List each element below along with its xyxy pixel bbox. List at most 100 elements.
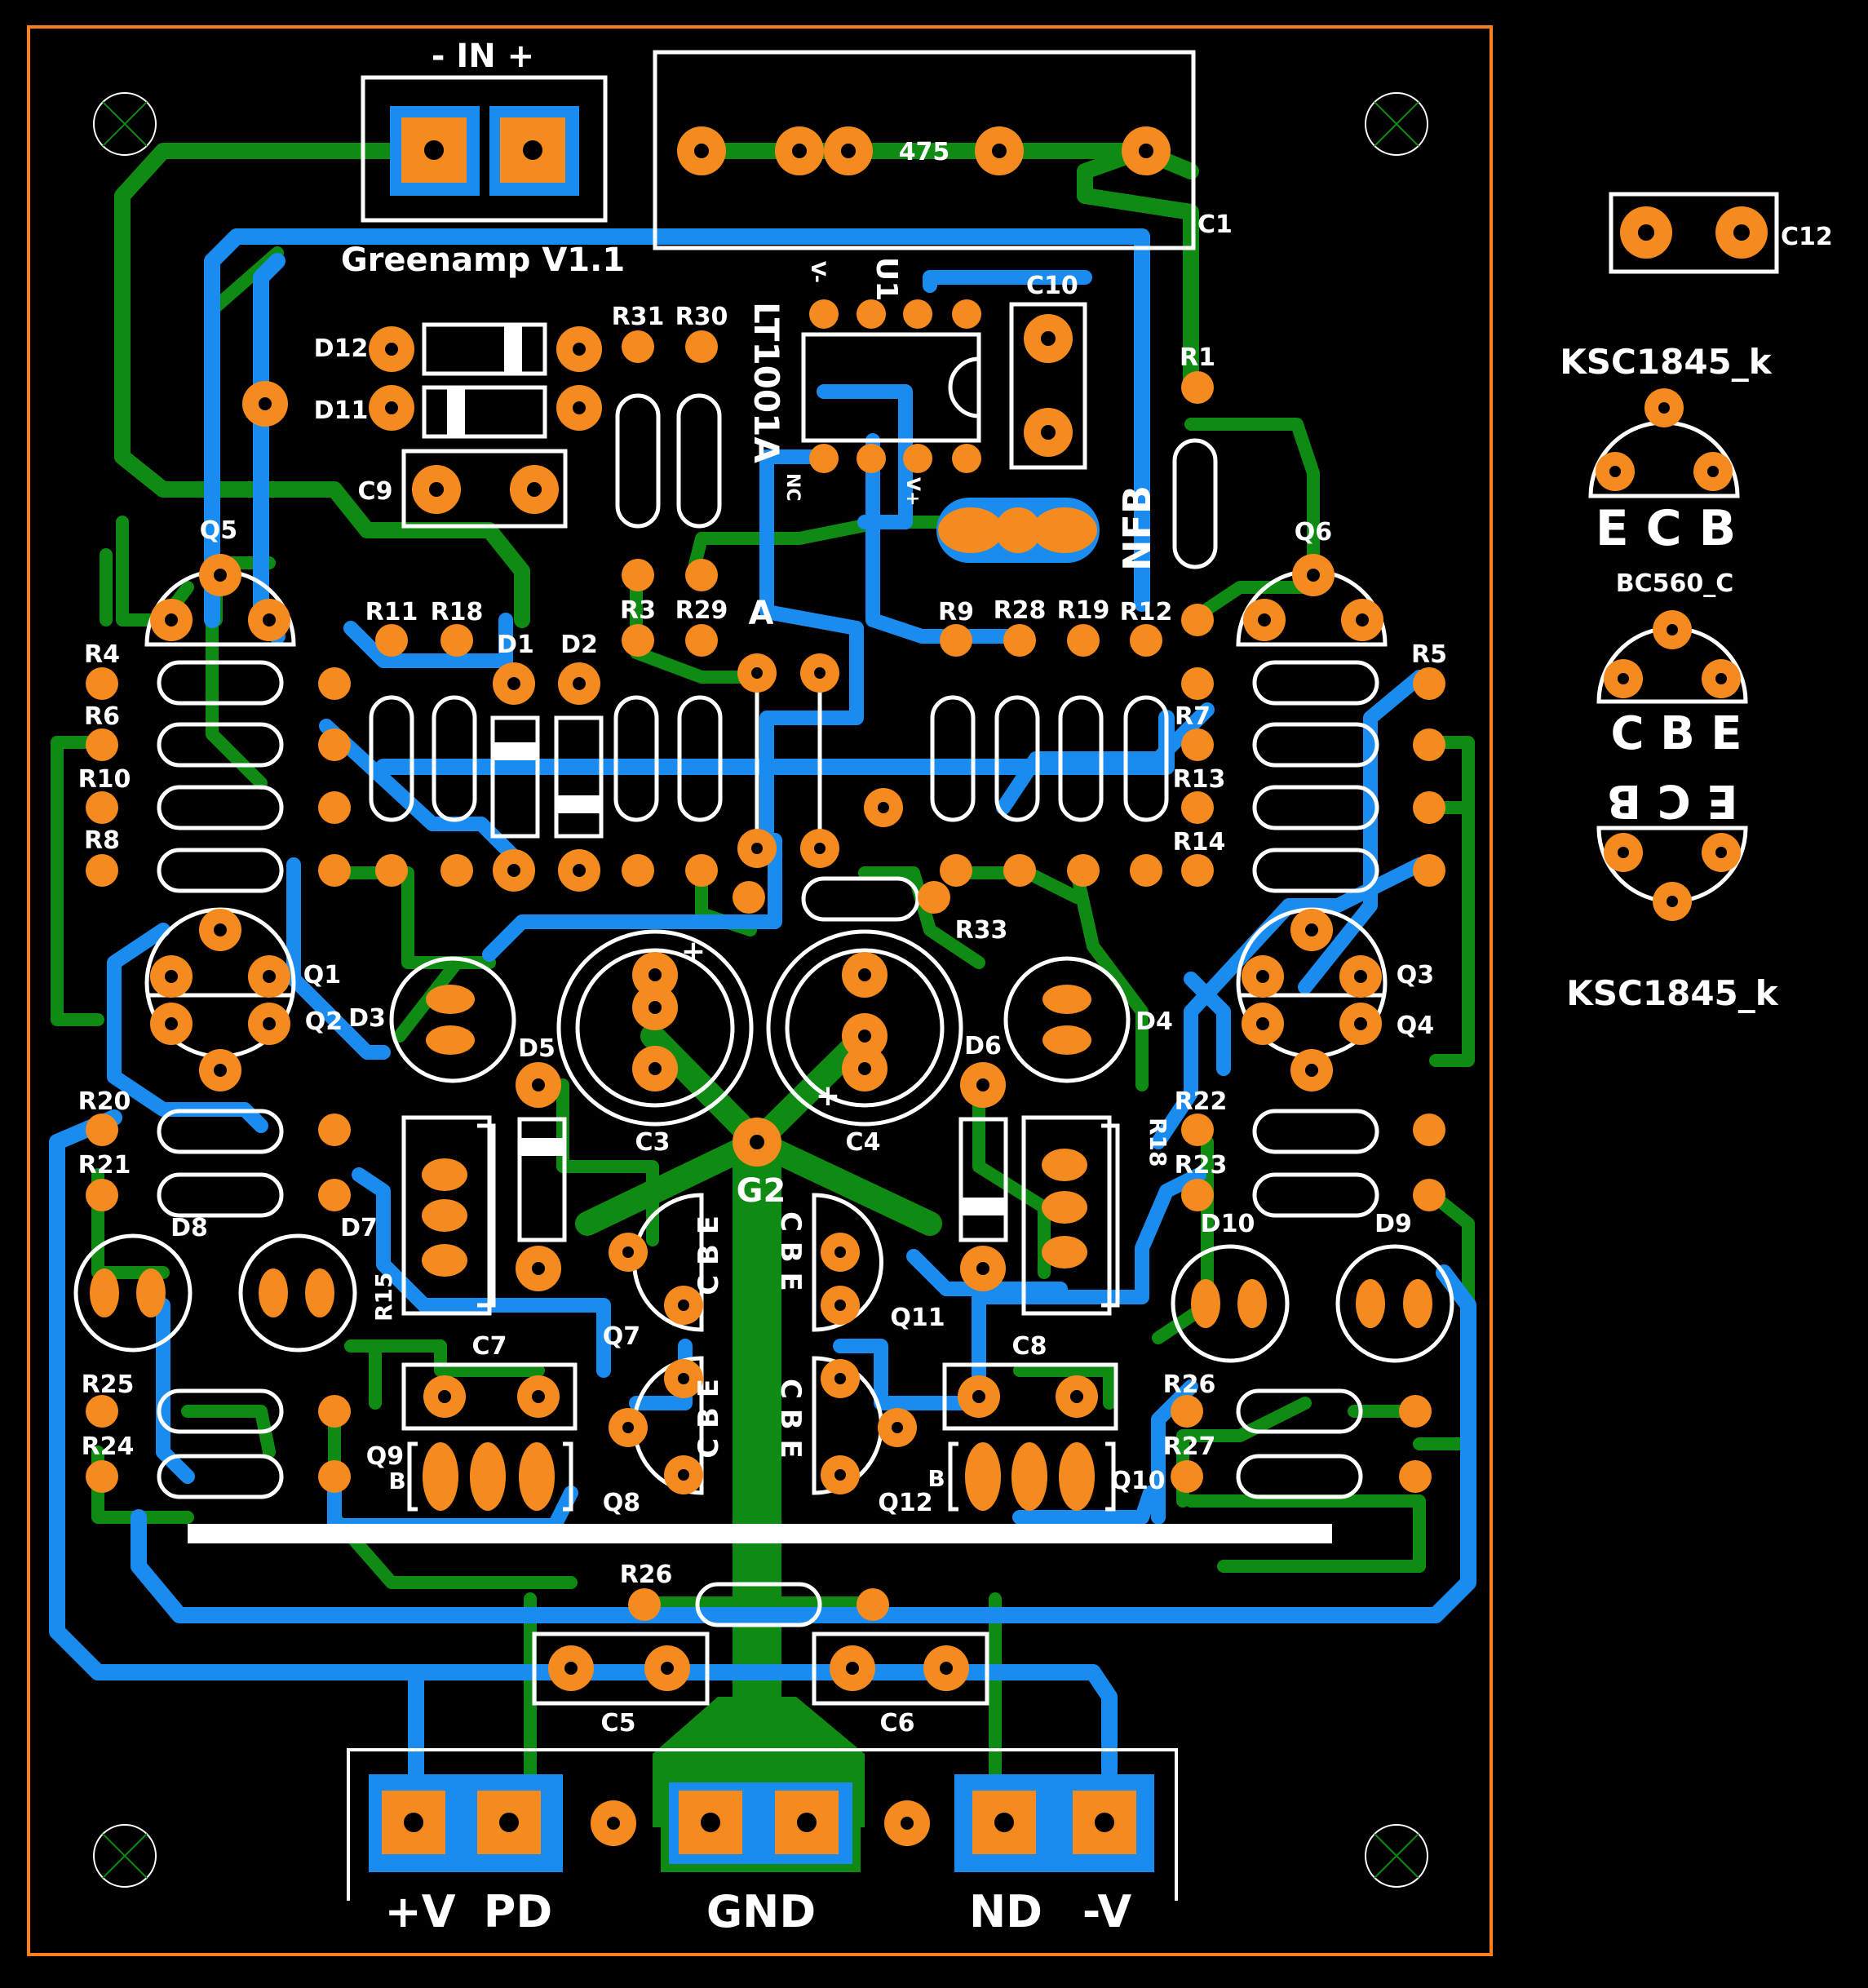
pad-hole [648,1062,662,1075]
oval-pad [965,1442,1001,1511]
pad [1413,728,1445,761]
pad-hole [214,1064,227,1077]
pad-hole [1609,466,1621,477]
r7-label: R7 [1175,702,1211,731]
pad-hole [424,140,444,160]
pad-hole [797,1813,817,1832]
pad-hole [940,1662,953,1675]
pad-hole [841,144,856,158]
q1-label: Q1 [303,961,341,990]
pad-hole [1307,569,1320,582]
pad [685,559,718,591]
pad-hole [694,144,709,158]
pad-hole [992,144,1007,158]
q4-label: Q4 [1397,1012,1434,1040]
r15-label: R15 [370,1272,397,1322]
pad [903,299,932,329]
pad [733,881,765,914]
pad-hole [1041,425,1056,440]
pad-hole [834,1373,846,1384]
out-vplus: +V [384,1886,455,1937]
r27-label: R27 [1163,1432,1216,1461]
mounting-holes [93,92,1428,1888]
q8-pins: C B E [693,1379,725,1459]
pad [918,881,950,914]
r25-label: R26 [620,1561,673,1589]
pad [318,791,351,824]
oval-pad [1042,1025,1091,1055]
pad [86,667,118,700]
pad-hole [385,343,398,356]
u1-pin-nc: NC [782,473,803,502]
pad-hole [892,1422,903,1433]
pad-hole [573,401,586,414]
pad-hole [573,864,586,877]
r21-label: R22 [1175,1087,1228,1116]
pad-hole [701,1813,720,1832]
pad-hole [1715,673,1727,684]
q11-pins: C B E [774,1211,807,1291]
oval-pad [1032,507,1097,553]
pad [622,330,654,363]
pad [375,854,408,887]
oval-pad [1042,985,1091,1014]
pad-hole [1258,613,1271,627]
pad [940,624,972,657]
pad [318,667,351,700]
pad-hole [214,923,227,936]
board-title: Greenamp V1.1 [341,241,625,279]
r20-label: R21 [78,1151,131,1180]
legend-bc560: BC560_C [1616,569,1734,598]
pad-hole [165,970,178,983]
pad-hole [527,482,542,497]
pad [375,624,408,657]
oval-pad [305,1269,334,1317]
pad [622,624,654,657]
pad-hole [834,1300,846,1311]
pad [86,728,118,761]
c3-plus: + [681,935,706,968]
pad [318,728,351,761]
q7-pins: C B E [693,1215,725,1295]
pad-hole [1354,970,1367,983]
d5-label: D5 [518,1034,556,1063]
r17-label: R19 [1057,596,1110,625]
r5-label: R5 [1411,640,1447,669]
c12-label: C12 [1781,223,1833,251]
pad [86,1460,118,1493]
r16-label: R18 [431,598,484,627]
pad-hole [1041,331,1056,346]
q3-label: Q3 [1397,961,1434,990]
d6-label: D6 [964,1032,1002,1060]
pad [1413,791,1445,824]
oval-pad [426,985,475,1014]
oval-pad [519,1442,555,1511]
pad-hole [1715,847,1727,858]
u1-pin-vplus: V+ [902,477,923,506]
g2-label: G2 [737,1172,786,1210]
pad [809,299,839,329]
legend-ksc-bottom: KSC1845_k [1566,973,1779,1013]
r26-label: R26 [1163,1370,1216,1399]
pad-hole [678,1373,689,1384]
pad [857,1588,889,1621]
pad-hole [1707,466,1719,477]
c10-label: C10 [1026,272,1078,300]
pad-hole [750,1135,764,1149]
r1-label: R1 [1180,343,1215,372]
r24-label: R25 [82,1370,135,1399]
oval-pad [1011,1442,1047,1511]
r28-label: R28 [994,596,1047,625]
r29-label: R29 [675,596,728,625]
r19-label: R20 [78,1087,131,1116]
oval-pad [1042,1236,1087,1269]
pot-value: 475 [899,138,950,166]
pad-hole [1638,224,1654,241]
d10-label: D10 [1201,1210,1255,1238]
pad [685,854,718,887]
r9-label: R8 [84,826,120,855]
oval-pad [423,1442,458,1511]
pad [1003,624,1036,657]
q2-label: Q2 [305,1007,343,1036]
q12-label: Q12 [878,1489,932,1517]
